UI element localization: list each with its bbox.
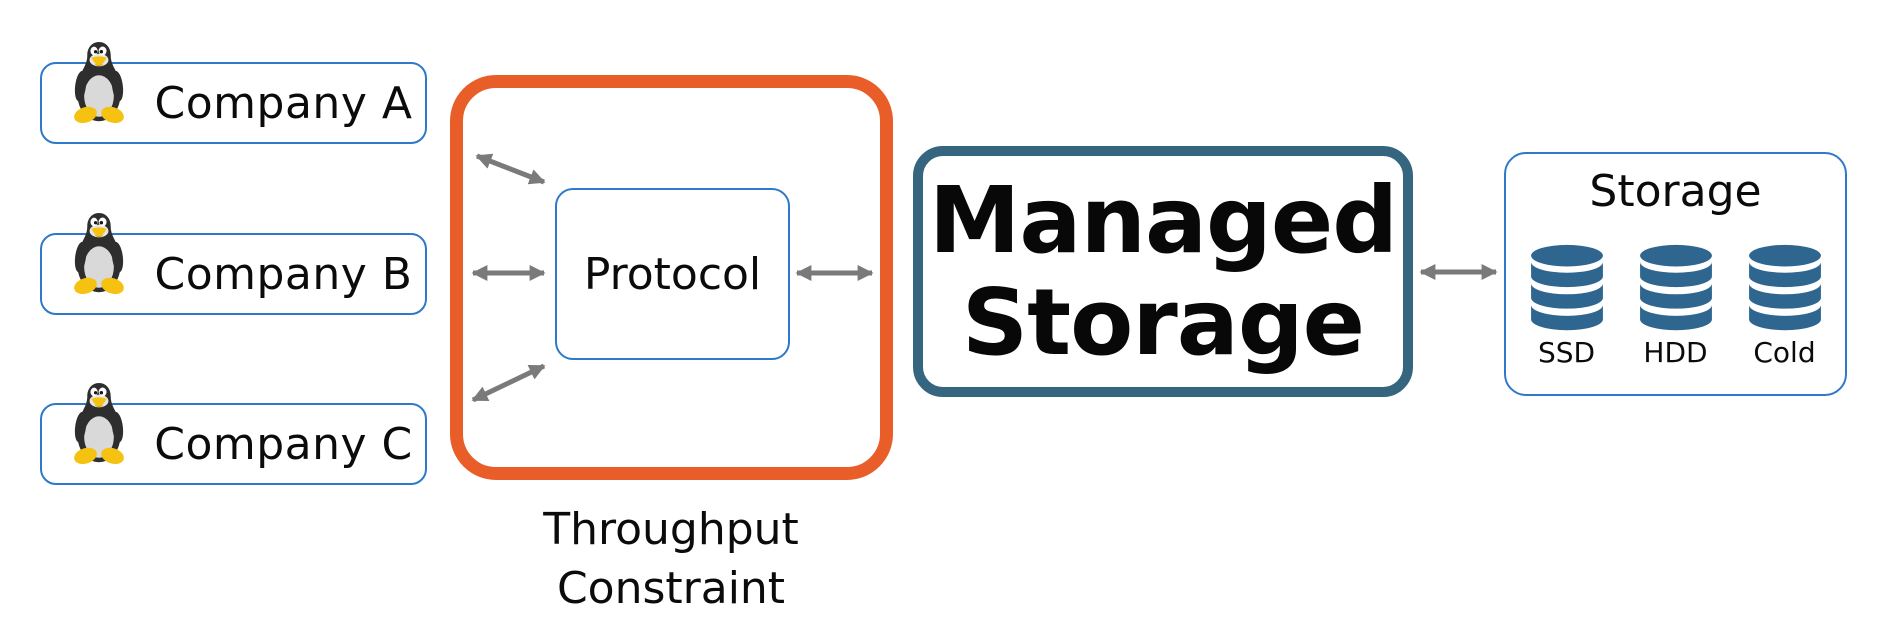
throughput-constraint-caption: Throughput Constraint [543, 504, 799, 614]
client-node-company-b: Company B [40, 213, 427, 315]
database-icon [1530, 244, 1603, 331]
client-label: Company C [154, 418, 413, 470]
tier-label: Cold [1753, 336, 1816, 369]
storage-tier-cold: Cold [1743, 244, 1827, 368]
storage-node: Storage SSD HDD Cold [1504, 152, 1847, 396]
client-node-company-a: Company A [40, 42, 427, 144]
client-label: Company A [154, 77, 413, 129]
storage-tier-hdd: HDD [1634, 244, 1718, 368]
storage-tier-row: SSD HDD Cold [1525, 244, 1827, 368]
database-icon [1639, 244, 1712, 331]
storage-title: Storage [1589, 166, 1762, 217]
managed-storage-node: Managed Storage [913, 146, 1413, 397]
storage-tier-ssd: SSD [1525, 244, 1609, 368]
managed-storage-title: Managed Storage [928, 166, 1398, 376]
client-label: Company B [154, 248, 413, 300]
database-icon [1748, 244, 1821, 331]
protocol-node: Protocol [555, 188, 790, 360]
linux-tux-icon [72, 213, 126, 297]
tier-label: HDD [1643, 336, 1708, 369]
linux-tux-icon [72, 383, 126, 467]
client-node-company-c: Company C [40, 383, 427, 485]
linux-tux-icon [72, 42, 126, 126]
protocol-label: Protocol [583, 248, 762, 300]
tier-label: SSD [1537, 336, 1596, 369]
